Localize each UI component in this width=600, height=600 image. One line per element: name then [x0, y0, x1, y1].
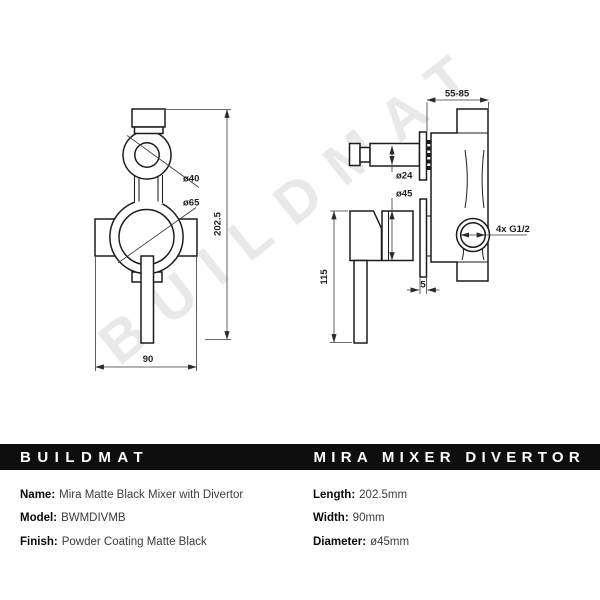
side-upper-plate — [418, 131, 428, 181]
spec-value: Powder Coating Matte Black — [61, 535, 207, 548]
side-diverter-cap — [348, 142, 361, 167]
front-neck — [133, 175, 164, 203]
spec-label: Name: — [20, 488, 56, 501]
dim-label-d45: ø45 — [396, 189, 413, 200]
spec-row-finish: Finish: Powder Coating Matte Black — [20, 530, 243, 554]
spec-label: Finish: — [20, 535, 58, 548]
brand-logo-text: BUILDMAT — [20, 448, 150, 466]
spec-row-name: Name: Mira Matte Black Mixer with Divert… — [20, 483, 243, 507]
front-view-drawing — [94, 108, 198, 344]
side-cartridge — [381, 210, 414, 262]
dim-label-height: 202.5 — [213, 211, 224, 235]
spec-value: 202.5mm — [359, 488, 408, 501]
dim-label-ports: 4x G1/2 — [496, 224, 530, 235]
front-view-dimensions — [95, 109, 231, 371]
front-top-block — [131, 108, 166, 128]
side-diverter-shaft — [369, 142, 421, 167]
spec-value: BWMDIVMB — [61, 512, 126, 525]
dim-label-side-height: 115 — [319, 269, 330, 285]
spec-value: Mira Matte Black Mixer with Divertor — [59, 488, 244, 501]
front-top-collar — [133, 126, 164, 135]
spec-label: Diameter: — [313, 535, 367, 548]
spec-row-model: Model: BWMDIVMB — [20, 507, 243, 531]
dim-label-depth: 55-85 — [445, 89, 470, 100]
spec-row-length: Length: 202.5mm — [313, 483, 409, 507]
side-lever-handle — [353, 259, 368, 344]
side-handle-body — [349, 210, 383, 262]
front-lever-handle — [140, 255, 155, 344]
spec-label: Model: — [20, 512, 58, 525]
side-view-dimensions — [330, 97, 527, 343]
spec-value: ø45mm — [370, 535, 410, 548]
spec-label: Length: — [313, 488, 356, 501]
spec-label: Width: — [313, 512, 349, 525]
brand-banner: BUILDMAT MIRA MIXER DIVERTOR — [0, 444, 600, 470]
dim-label-d65: ø65 — [183, 198, 200, 209]
dim-label-d24: ø24 — [396, 171, 413, 182]
side-view-drawing — [348, 108, 491, 344]
dim-label-d40: ø40 — [183, 174, 199, 185]
spec-row-diameter: Diameter: ø45mm — [313, 530, 409, 554]
product-title: MIRA MIXER DIVERTOR — [313, 448, 585, 466]
side-valve-body — [430, 108, 489, 282]
front-diverter-knob — [134, 142, 160, 168]
spec-value: 90mm — [352, 512, 385, 525]
side-lower-plate — [419, 198, 428, 278]
side-thread-ribs — [427, 140, 433, 170]
side-diverter-neck — [359, 146, 371, 163]
spec-column-right: Length: 202.5mm Width: 90mm Diameter: ø4… — [313, 483, 409, 554]
spec-row-width: Width: 90mm — [313, 507, 409, 531]
technical-drawing: ø40 ø65 202.5 90 — [94, 89, 530, 371]
dim-label-width: 90 — [143, 354, 154, 365]
dim-label-plate-thickness: 5 — [420, 280, 426, 291]
spec-column-left: Name: Mira Matte Black Mixer with Divert… — [20, 483, 243, 554]
